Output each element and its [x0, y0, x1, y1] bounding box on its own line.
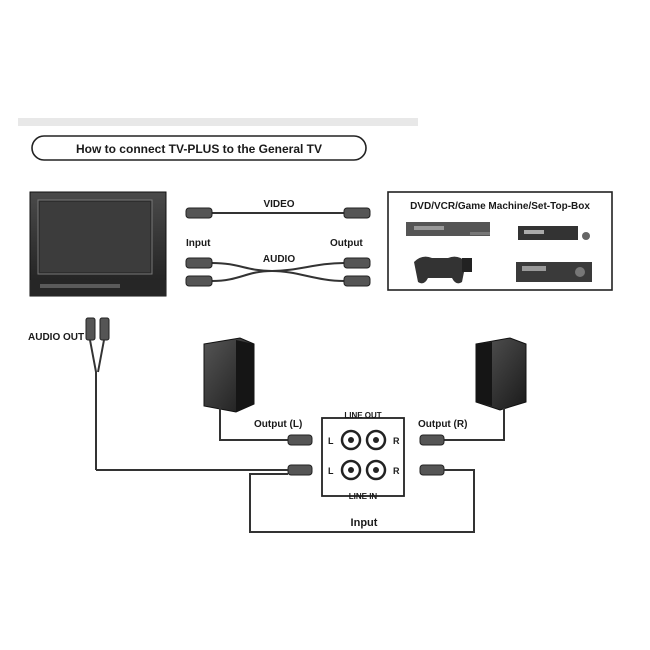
output-label-right: Output	[330, 238, 363, 249]
jack-r-top-label: R	[393, 436, 400, 446]
audio-out-plugs	[85, 317, 110, 470]
header-faint-band	[18, 118, 418, 126]
jack-panel: LINE OUT LINE IN L R L R	[321, 411, 405, 501]
line-in-label: LINE IN	[349, 492, 378, 501]
video-cable: VIDEO	[185, 199, 371, 219]
audio-cable: AUDIO	[185, 254, 371, 287]
input-bottom-label: Input	[351, 517, 378, 529]
left-speaker-icon	[203, 337, 255, 413]
jack-l-top-label: L	[328, 436, 334, 446]
audio-out-label: AUDIO OUT	[28, 332, 84, 343]
game-controller-icon	[414, 256, 472, 284]
jack-line-out-r	[365, 429, 387, 451]
title-banner: How to connect TV-PLUS to the General TV	[31, 135, 367, 161]
jack-r-bottom-label: R	[393, 466, 400, 476]
plug-line-in-l	[287, 464, 313, 476]
set-top-box-icon	[518, 226, 590, 240]
title-text: How to connect TV-PLUS to the General TV	[76, 142, 322, 156]
input-cable	[249, 469, 475, 533]
device-box: DVD/VCR/Game Machine/Set-Top-Box	[387, 191, 613, 291]
device-box-label: DVD/VCR/Game Machine/Set-Top-Box	[410, 201, 590, 212]
plug-line-in-r	[419, 464, 445, 476]
right-speaker-icon	[475, 337, 527, 411]
line-out-label: LINE OUT	[344, 411, 381, 420]
output-l-label: Output (L)	[254, 419, 302, 430]
tv-icon	[29, 191, 167, 297]
plug-output-r	[419, 434, 445, 446]
plug-output-l	[287, 434, 313, 446]
dvd-player-icon	[406, 222, 490, 236]
jack-line-in-r	[365, 459, 387, 481]
receiver-icon	[516, 262, 592, 282]
input-label-left: Input	[186, 238, 211, 249]
jack-line-out-l	[340, 429, 362, 451]
jack-line-in-l	[340, 459, 362, 481]
output-r-label: Output (R)	[418, 419, 467, 430]
jack-l-bottom-label: L	[328, 466, 334, 476]
left-speaker-cable	[219, 406, 288, 441]
video-label: VIDEO	[263, 199, 294, 210]
audio-label: AUDIO	[263, 254, 295, 265]
right-speaker-cable	[444, 408, 505, 441]
